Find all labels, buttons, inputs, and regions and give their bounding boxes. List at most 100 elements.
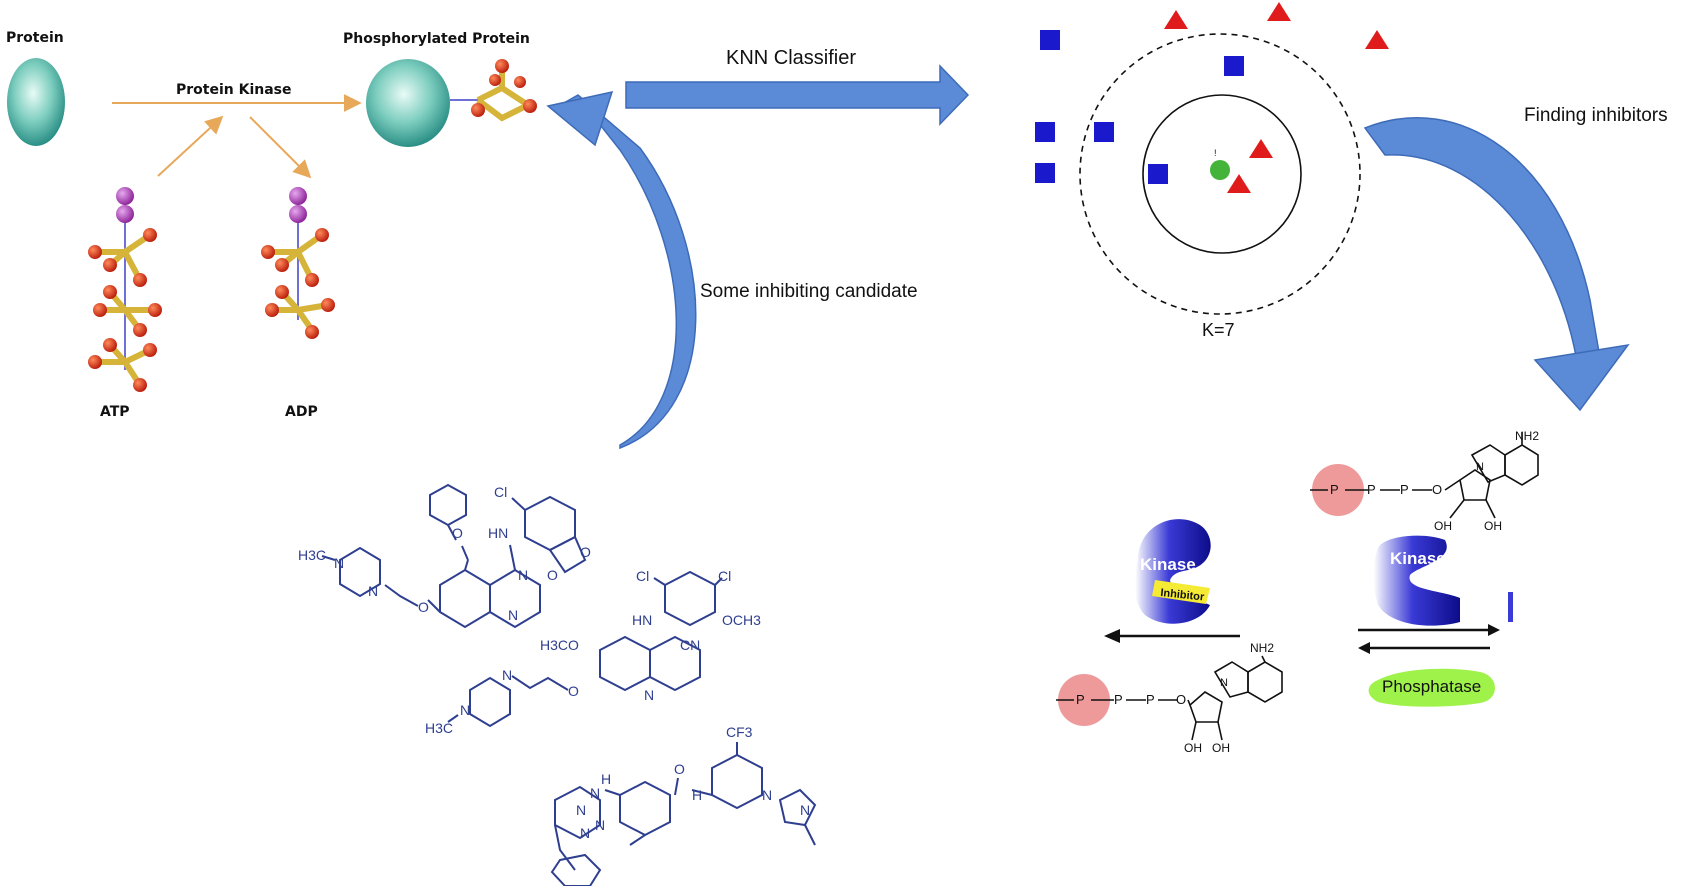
class-b-point xyxy=(1267,2,1291,21)
nh2-b-group: NH2 xyxy=(1250,641,1274,655)
adp-molecule-icon xyxy=(261,187,335,339)
adp-label: ADP xyxy=(285,404,318,420)
phosphate-highlight-icon xyxy=(1058,674,1110,726)
mol2-o-atom: O xyxy=(568,683,579,699)
mol1-pip-n2-atom: N xyxy=(334,555,344,571)
mol3-n4-atom: N xyxy=(595,817,605,833)
finding-inhibitors-label: Finding inhibitors xyxy=(1524,105,1668,126)
class-b-point xyxy=(1164,10,1188,29)
protein-label: Protein xyxy=(6,30,64,46)
class-a-point xyxy=(1035,163,1055,183)
phosphorylated-protein-shape xyxy=(366,59,450,147)
mol1-n2-atom: N xyxy=(508,607,518,623)
mol3-h2-atom: H xyxy=(692,787,702,803)
mol3-n2-atom: N xyxy=(580,825,590,841)
p-atom: P xyxy=(1330,482,1339,497)
kinase-enzyme-icon xyxy=(1373,535,1513,626)
mol3-cf3-group: CF3 xyxy=(726,724,753,740)
o-atom: O xyxy=(1432,482,1442,497)
candidate-molecule-1: O HN Cl O O N N O N N H3C xyxy=(298,483,591,629)
class-b-point xyxy=(1227,174,1251,193)
knn-classifier-label: KNN Classifier xyxy=(726,47,856,69)
o-atom: O xyxy=(1176,692,1186,707)
mol1-h3c-group: H3C xyxy=(298,547,326,563)
n-atom: N xyxy=(1476,461,1484,473)
mol1-n1-atom: N xyxy=(518,567,528,583)
k7-dashed-boundary xyxy=(1079,33,1361,315)
phosphatase-enzyme-icon xyxy=(1368,668,1495,707)
mol2-pip-n1-atom: N xyxy=(502,667,512,683)
k3-solid-boundary xyxy=(1142,94,1302,254)
protein-kinase-label: Protein Kinase xyxy=(176,82,292,98)
atp-label: ATP xyxy=(100,404,130,420)
mol1-hn-atom: HN xyxy=(488,525,508,541)
kinase-inhibitor-complex-icon xyxy=(1135,519,1211,624)
p-atom: P xyxy=(1114,692,1123,707)
oh1-group: OH xyxy=(1434,519,1452,533)
oh4-group: OH xyxy=(1212,741,1230,755)
oh2-group: OH xyxy=(1484,519,1502,533)
adp-out-arrow xyxy=(249,116,312,179)
mol1-o3-atom: O xyxy=(547,567,558,583)
oh3-group: OH xyxy=(1184,741,1202,755)
kinase-label-2: Kinase xyxy=(1390,549,1446,568)
kinase-reaction: Protein Phosphorylated Protein Protein K… xyxy=(6,30,537,420)
mol3-h1-atom: H xyxy=(601,771,611,787)
mol2-h3c-group: H3C xyxy=(425,720,453,736)
kinase-mechanism: P P P O OH OH N NH2 Kinase Inhibitor xyxy=(1056,429,1539,755)
phosphate-group-icon xyxy=(450,59,537,122)
query-mark: ! xyxy=(1214,148,1217,158)
p-atom: P xyxy=(1367,482,1376,497)
atp-structure-top: P P P O OH OH N NH2 xyxy=(1310,429,1539,533)
mol1-cl-atom: Cl xyxy=(494,484,507,500)
mol1-o-atom: O xyxy=(452,525,463,541)
candidate-curved-arrow xyxy=(546,90,697,450)
class-a-point xyxy=(1224,56,1244,76)
mol2-n-atom: N xyxy=(644,687,654,703)
class-b-point xyxy=(1249,139,1273,158)
candidate-molecule-3: CF3 N N H O H N N N N xyxy=(550,724,817,886)
query-point xyxy=(1210,160,1230,180)
mol3-n5-atom: N xyxy=(762,787,772,803)
mol2-pip-n2-atom: N xyxy=(460,702,470,718)
finding-inhibitors-arrow xyxy=(1363,117,1630,412)
k-value-label: K=7 xyxy=(1202,320,1235,340)
phosphate-highlight-icon xyxy=(1312,464,1364,516)
mol2-cl2-atom: Cl xyxy=(718,568,731,584)
candidate-molecule-2: Cl Cl OCH3 HN H3CO CN N O N N H3C xyxy=(425,568,761,736)
class-a-point xyxy=(1148,164,1168,184)
mol3-n6-atom: N xyxy=(800,802,810,818)
p-atom: P xyxy=(1076,692,1085,707)
mol3-o-atom: O xyxy=(674,761,685,777)
mol1-o4-atom: O xyxy=(580,544,591,560)
class-a-point xyxy=(1040,30,1060,50)
phosphatase-label: Phosphatase xyxy=(1382,677,1481,696)
class-b-point xyxy=(1365,30,1389,49)
mol2-cl1-atom: Cl xyxy=(636,568,649,584)
knn-classifier-arrow xyxy=(625,64,970,126)
atp-molecule-icon xyxy=(88,187,162,392)
mol2-h3co-group: H3CO xyxy=(540,637,579,653)
candidate-label: Some inhibiting candidate xyxy=(700,281,918,302)
kinase-label-1: Kinase xyxy=(1140,555,1196,574)
mol1-o2-atom: O xyxy=(418,599,429,615)
mol3-n1-atom: N xyxy=(590,785,600,801)
atp-structure-bottom: P P P O OH OH N NH2 xyxy=(1056,641,1283,755)
atp-in-arrow xyxy=(157,115,224,177)
mol2-hn-atom: HN xyxy=(632,612,652,628)
mol2-cn-group: CN xyxy=(680,637,700,653)
phosphorylated-protein-label: Phosphorylated Protein xyxy=(343,31,530,47)
n-atom: N xyxy=(1220,677,1228,689)
protein-shape xyxy=(7,58,65,146)
p-atom: P xyxy=(1146,692,1155,707)
mol2-och3-group: OCH3 xyxy=(722,612,761,628)
p-atom: P xyxy=(1400,482,1409,497)
nh2-group: NH2 xyxy=(1515,429,1539,443)
inhibitor-label: Inhibitor xyxy=(1160,587,1206,604)
knn-scatter: ! xyxy=(1035,2,1389,315)
class-a-point xyxy=(1094,122,1114,142)
mol3-n3-atom: N xyxy=(576,802,586,818)
mol1-pip-n1-atom: N xyxy=(368,583,378,599)
class-a-point xyxy=(1035,122,1055,142)
